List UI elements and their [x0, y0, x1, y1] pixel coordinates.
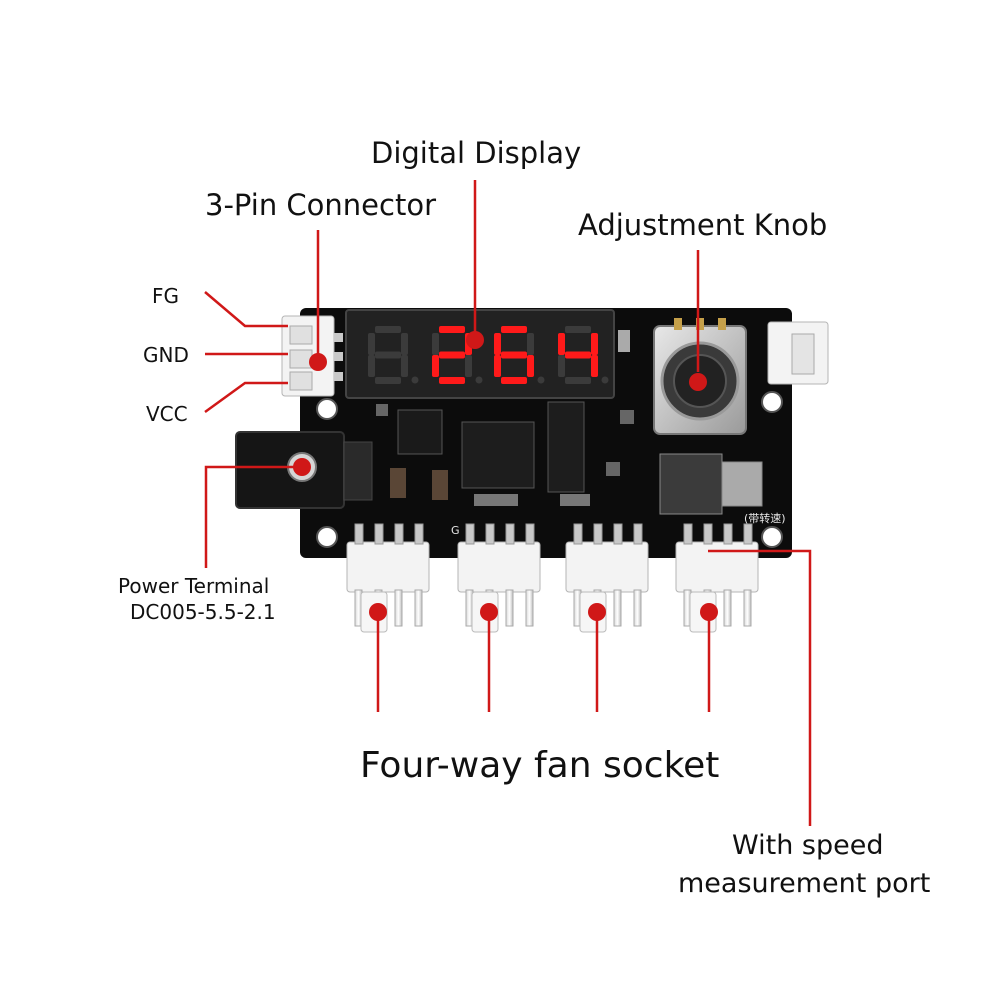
display-segment [375, 377, 401, 384]
leader-dot [480, 603, 498, 621]
pin-mark: G [451, 524, 460, 537]
leader-dot [309, 353, 327, 371]
display-segment [375, 351, 401, 359]
display-digit-2 [494, 326, 545, 384]
leader-speed-port [708, 549, 812, 826]
display-segment [439, 351, 465, 359]
leader-fg [204, 291, 288, 328]
leader-dot [588, 603, 606, 621]
leader-lines [204, 180, 812, 826]
led-display-module [345, 309, 615, 399]
display-digits [368, 326, 609, 384]
display-segment [591, 333, 598, 355]
display-segment [565, 326, 591, 333]
label-fg: FG [152, 284, 180, 308]
display-segment [401, 355, 408, 377]
display-segment [527, 333, 534, 355]
display-segment [565, 351, 591, 359]
display-segment [591, 355, 598, 377]
label-gnd: GND [143, 343, 189, 367]
display-segment [401, 333, 408, 355]
display-segment [432, 333, 439, 355]
label-speed-port-2: measurement port [678, 868, 931, 899]
display-segment [565, 377, 591, 384]
display-segment [494, 333, 501, 355]
label-speed-port: With speed [732, 830, 884, 861]
leader-dot [689, 373, 707, 391]
display-segment [439, 326, 465, 333]
mount-hole [316, 398, 338, 420]
leader-power [204, 465, 294, 568]
label-vcc: VCC [146, 402, 188, 426]
mount-hole [761, 526, 783, 548]
mount-hole [316, 526, 338, 548]
dc-power-jack [235, 431, 373, 509]
pcb-components [376, 330, 763, 515]
display-dp [601, 376, 609, 384]
label-power-terminal: Power Terminal [118, 574, 270, 598]
three-pin-connector [281, 315, 343, 397]
display-segment [465, 355, 472, 377]
display-segment [375, 326, 401, 333]
display-segment [432, 355, 439, 377]
display-dp [475, 376, 483, 384]
display-segment [501, 351, 527, 359]
leader-dot [293, 458, 311, 476]
leader-dots [293, 331, 718, 621]
two-pin-connector [767, 321, 829, 385]
leader-dot [466, 331, 484, 349]
leader-dot [369, 603, 387, 621]
display-segment [558, 355, 565, 377]
display-segment [558, 333, 565, 355]
display-dp [537, 376, 545, 384]
leader-dot [700, 603, 718, 621]
display-segment [501, 326, 527, 333]
rotary-encoder [653, 318, 747, 435]
label-digital-display: Digital Display [371, 136, 582, 170]
display-dp [411, 376, 419, 384]
label-power-terminal-model: DC005-5.5-2.1 [130, 600, 276, 624]
display-segment [368, 333, 375, 355]
display-segment [501, 377, 527, 384]
label-four-way-fan-socket: Four-way fan socket [360, 745, 720, 786]
display-segment [527, 355, 534, 377]
leader-vcc [204, 381, 288, 414]
display-digit-3 [558, 326, 609, 384]
display-segment [439, 377, 465, 384]
label-adjustment-knob: Adjustment Knob [578, 208, 828, 242]
board-silk-label: (带转速) [744, 511, 786, 525]
display-segment [494, 355, 501, 377]
display-segment [368, 355, 375, 377]
fan-socket-3 [565, 523, 649, 633]
mount-hole [761, 391, 783, 413]
label-three-pin-connector: 3-Pin Connector [205, 188, 436, 222]
